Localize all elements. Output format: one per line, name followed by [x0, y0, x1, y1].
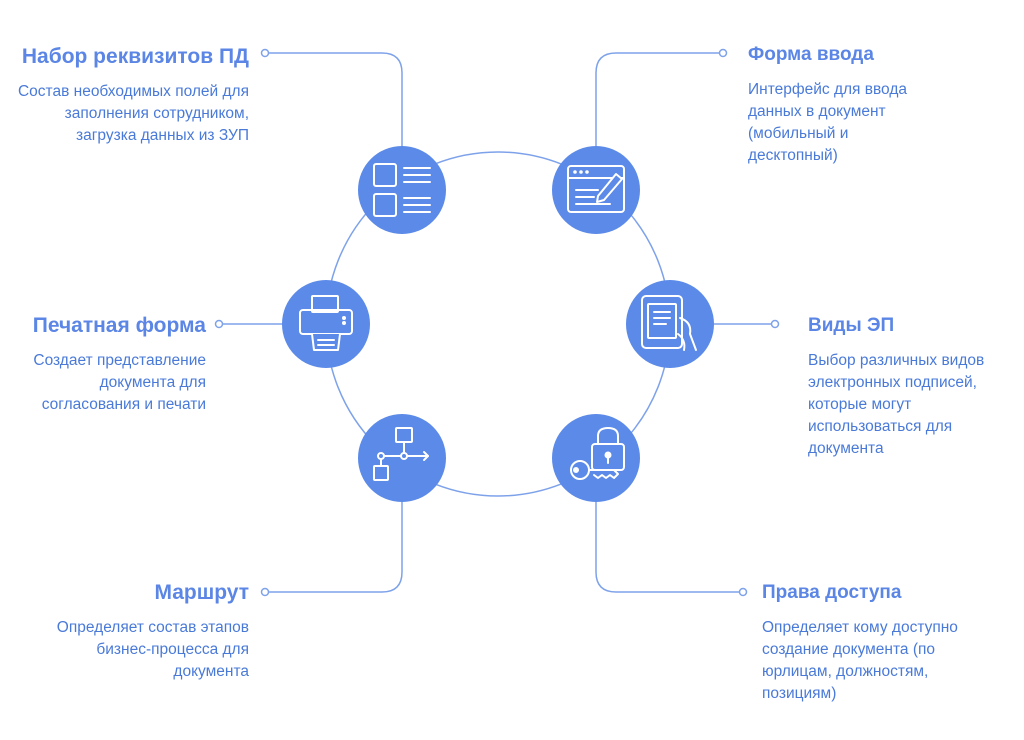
- block-requisites: Набор реквизитов ПД Состав необходимых п…: [9, 44, 249, 147]
- connectors: [222, 52, 772, 593]
- dot-signature: [770, 319, 780, 329]
- connector-dots: [214, 48, 780, 597]
- block-route: Маршрут Определяет состав этапов бизнес-…: [49, 580, 249, 683]
- desc-requisites: Состав необходимых полей для заполнения …: [17, 83, 249, 144]
- desc-print: Создает представление документа для согл…: [33, 352, 206, 413]
- node-print: [282, 280, 370, 368]
- dot-print: [214, 319, 224, 329]
- lock-key-icon: [570, 427, 625, 480]
- block-print: Печатная форма Создает представление док…: [6, 313, 206, 416]
- title-route: Маршрут: [154, 581, 249, 604]
- flowchart-icon: [373, 427, 429, 481]
- block-input-form: Форма ввода Интерфейс для ввода данных в…: [748, 42, 938, 167]
- connector-access: [595, 498, 740, 593]
- desc-signature: Выбор различных видов электронных подпис…: [808, 352, 985, 457]
- desc-access: Определяет кому доступно создание докуме…: [762, 619, 958, 702]
- dot-requisites: [260, 48, 270, 58]
- form-fields-icon: [373, 163, 431, 217]
- node-requisites: [358, 146, 446, 234]
- browser-pencil-icon: [567, 165, 625, 213]
- connector-requisites: [268, 52, 403, 150]
- node-signature: [626, 280, 714, 368]
- printer-icon: [299, 295, 353, 351]
- title-requisites: Набор реквизитов ПД: [21, 45, 249, 68]
- title-signature: Виды ЭП: [808, 315, 895, 336]
- title-input-form: Форма ввода: [748, 44, 874, 65]
- desc-input-form: Интерфейс для ввода данных в документ (м…: [748, 81, 907, 164]
- block-signature: Виды ЭП Выбор различных видов электронны…: [808, 313, 1013, 460]
- title-print: Печатная форма: [32, 314, 206, 337]
- tablet-hand-icon: [641, 295, 697, 351]
- connector-route: [268, 498, 403, 593]
- desc-route: Определяет состав этапов бизнес-процесса…: [56, 619, 249, 680]
- block-access: Права доступа Определяет кому доступно с…: [762, 580, 962, 705]
- title-access: Права доступа: [762, 582, 902, 603]
- connector-input-form: [595, 52, 720, 150]
- dot-route: [260, 587, 270, 597]
- dot-input-form: [718, 48, 728, 58]
- dot-access: [738, 587, 748, 597]
